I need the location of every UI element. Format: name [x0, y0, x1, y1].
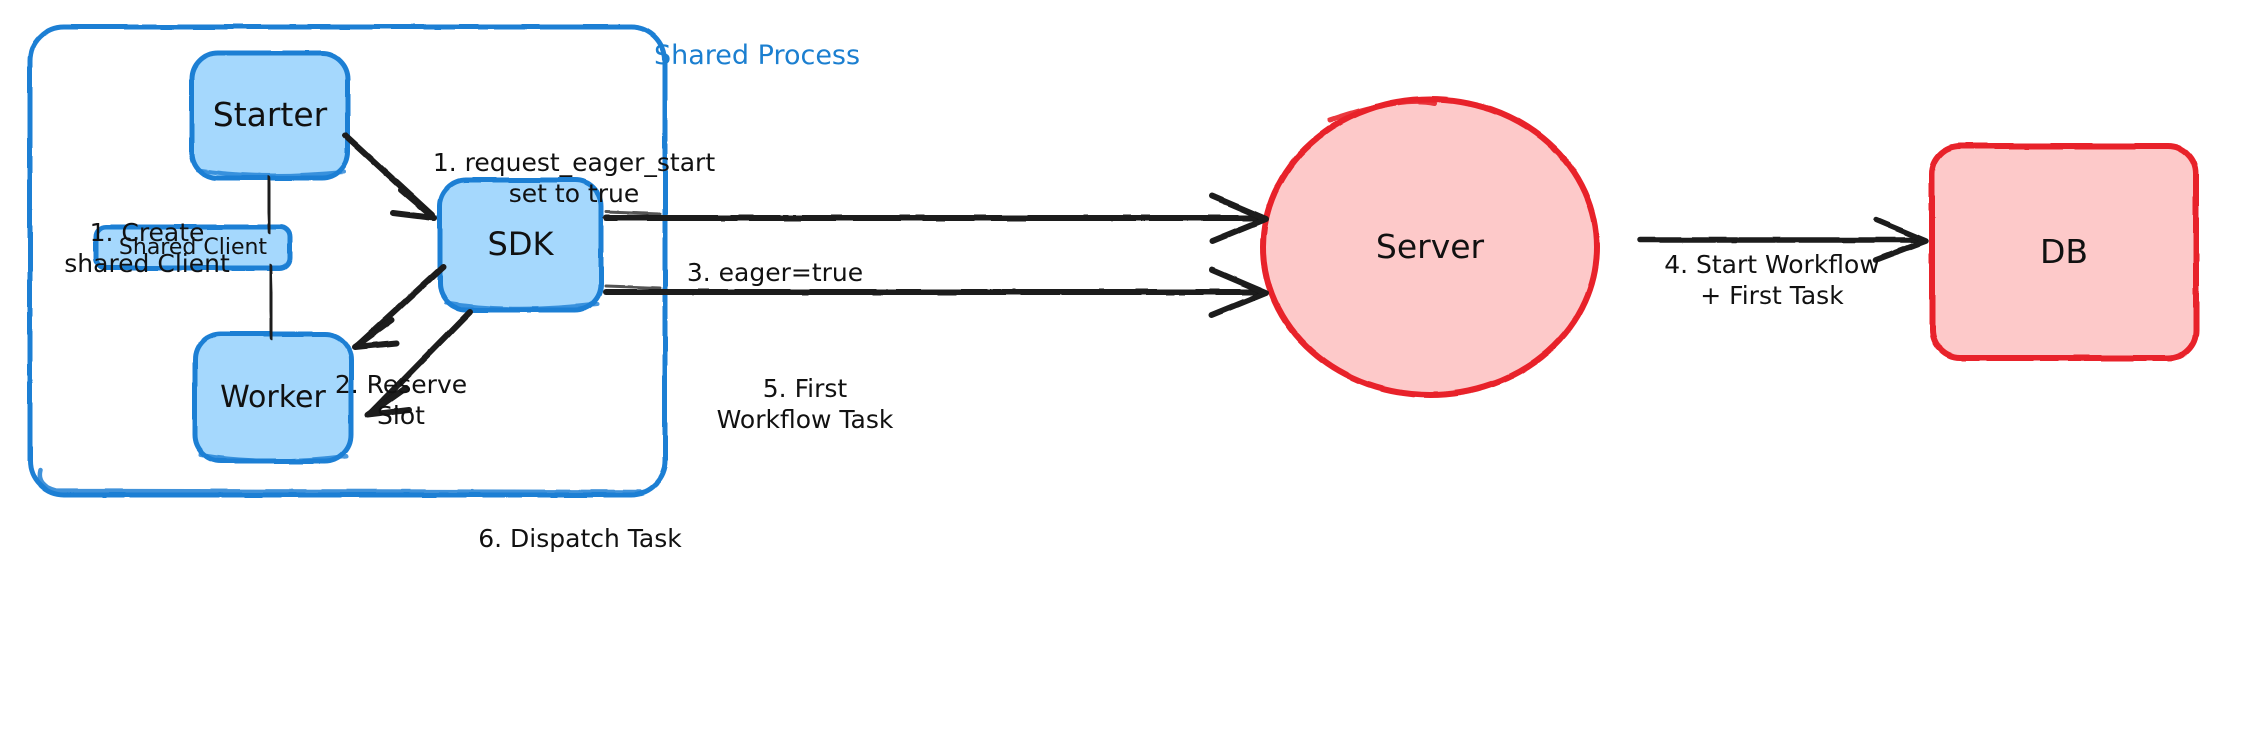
db-node[interactable] [1932, 146, 2196, 358]
edge-starter-sdk [342, 132, 437, 221]
shared-client-node[interactable] [96, 227, 290, 268]
shared-client-node-shape [93, 224, 293, 271]
edge-sdk-server-eager [603, 193, 1269, 244]
db-node-shape [1929, 143, 2199, 361]
worker-node[interactable] [195, 334, 351, 461]
shared-process-cluster-shape [27, 24, 668, 498]
edge-sdk-worker-dispatch [365, 309, 473, 418]
sdk-node[interactable] [440, 180, 601, 310]
edge-sdk-server-first-task [603, 267, 1269, 318]
edge-starter-shared-client [265, 175, 273, 235]
edge-shared-client-worker [267, 263, 275, 341]
starter-node[interactable] [192, 53, 348, 178]
server-node-shape [1260, 96, 1600, 398]
edge-sdk-worker-reserve [352, 264, 446, 350]
sdk-node-shape [437, 177, 604, 313]
server-node[interactable] [1263, 99, 1597, 395]
edge-server-db [1637, 217, 1929, 263]
